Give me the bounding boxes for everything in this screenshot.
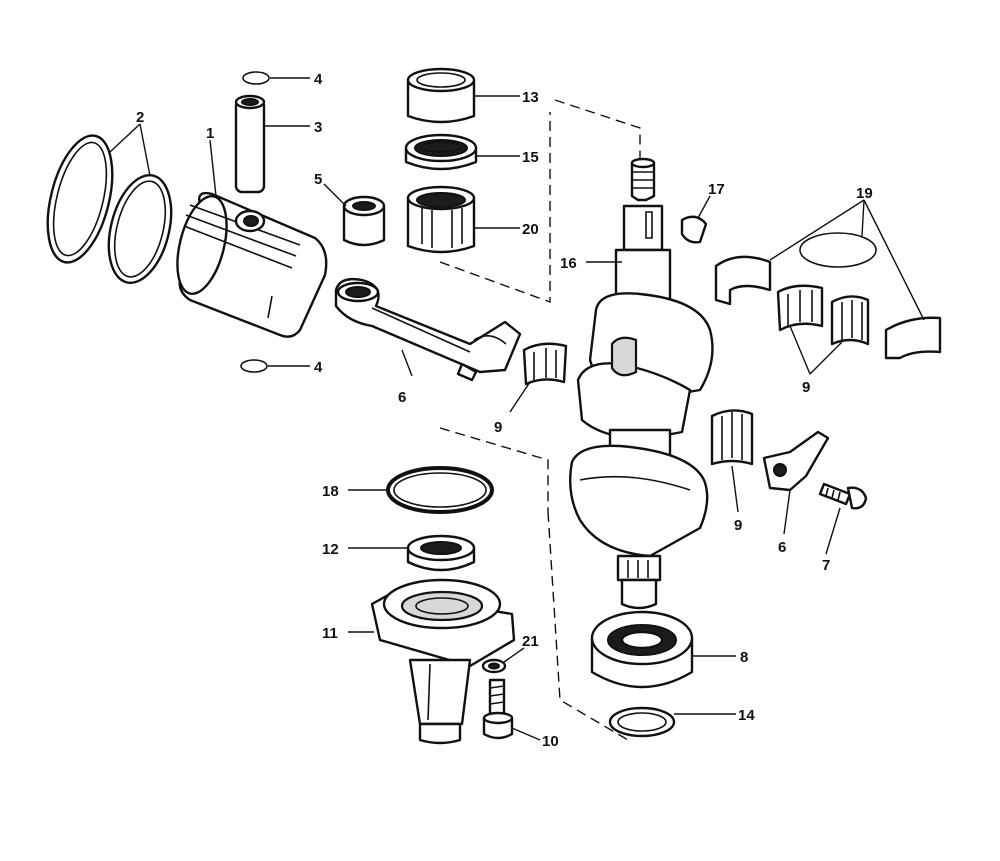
callout-1: 1: [206, 125, 214, 142]
lower-seal: [406, 534, 476, 572]
callout-11: 11: [322, 625, 338, 642]
o-ring: [386, 466, 494, 514]
end-cap-housing: [370, 578, 516, 745]
callout-labels: 1 2 3 4 4 5 6 6 7 8 9 9 9 10 11 12 13 14…: [136, 71, 873, 750]
callout-5: 5: [314, 171, 322, 188]
callout-10: 10: [542, 733, 559, 750]
washer: [481, 658, 507, 674]
callout-21: 21: [522, 633, 539, 650]
wrist-pin: [234, 94, 266, 194]
callout-8: 8: [740, 649, 748, 666]
ball-bearing: [590, 610, 694, 689]
callout-15: 15: [522, 149, 539, 166]
callout-4-top: 4: [314, 71, 323, 88]
upper-bearing-stack: [404, 67, 478, 254]
snap-ring: [608, 706, 676, 738]
woodruff-key: [680, 215, 708, 244]
piston: [176, 191, 328, 338]
callout-9-right: 9: [802, 379, 810, 396]
callout-13: 13: [522, 89, 539, 106]
callout-6-rod: 6: [398, 389, 406, 406]
wrist-pin-clips: [240, 71, 270, 373]
connecting-rod-cap: [762, 430, 830, 492]
callout-9-left: 9: [494, 419, 502, 436]
end-cap-screw: [482, 678, 514, 740]
piston-rings: [46, 134, 173, 285]
callout-18: 18: [322, 483, 339, 500]
callout-4-bottom: 4: [314, 359, 323, 376]
callout-12: 12: [322, 541, 339, 558]
main-bearing-halves: [714, 232, 942, 360]
connecting-rod: [334, 277, 522, 382]
callout-7: 7: [822, 557, 830, 574]
callout-19: 19: [856, 185, 873, 202]
callout-3: 3: [314, 119, 322, 136]
callout-2: 2: [136, 109, 144, 126]
small-end-bearing: [342, 195, 386, 247]
assembly-guide-lines: [439, 99, 641, 741]
callout-9-lower: 9: [734, 517, 742, 534]
callout-17: 17: [708, 181, 725, 198]
callout-14: 14: [738, 707, 755, 724]
callout-20: 20: [522, 221, 539, 238]
crankshaft: [569, 157, 714, 610]
callout-leaders: [109, 77, 925, 741]
callout-16: 16: [560, 255, 577, 272]
rod-cap-screw: [818, 482, 868, 510]
callout-6-cap: 6: [778, 539, 786, 556]
needle-bearing-cages: [522, 284, 870, 466]
